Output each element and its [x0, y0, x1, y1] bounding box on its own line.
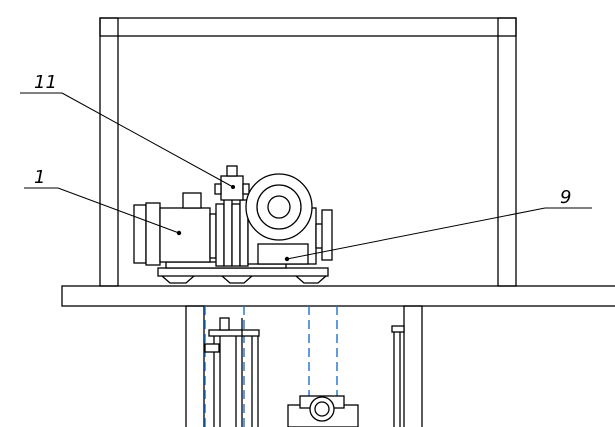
floor-slab	[61, 285, 615, 307]
guide-rail-right	[391, 325, 405, 427]
brake-assembly	[214, 165, 250, 267]
callout-label-11: 11	[34, 72, 57, 93]
callout-label-1: 1	[34, 167, 45, 188]
traction-sheave-gearbox	[245, 173, 333, 265]
guide-rail-left	[204, 317, 260, 427]
hoistway-shaft	[185, 305, 423, 427]
counterweight-sheave	[287, 395, 359, 427]
callout-leaders	[20, 92, 592, 260]
electric-motor	[133, 192, 217, 266]
callout-label-9: 9	[560, 187, 571, 208]
